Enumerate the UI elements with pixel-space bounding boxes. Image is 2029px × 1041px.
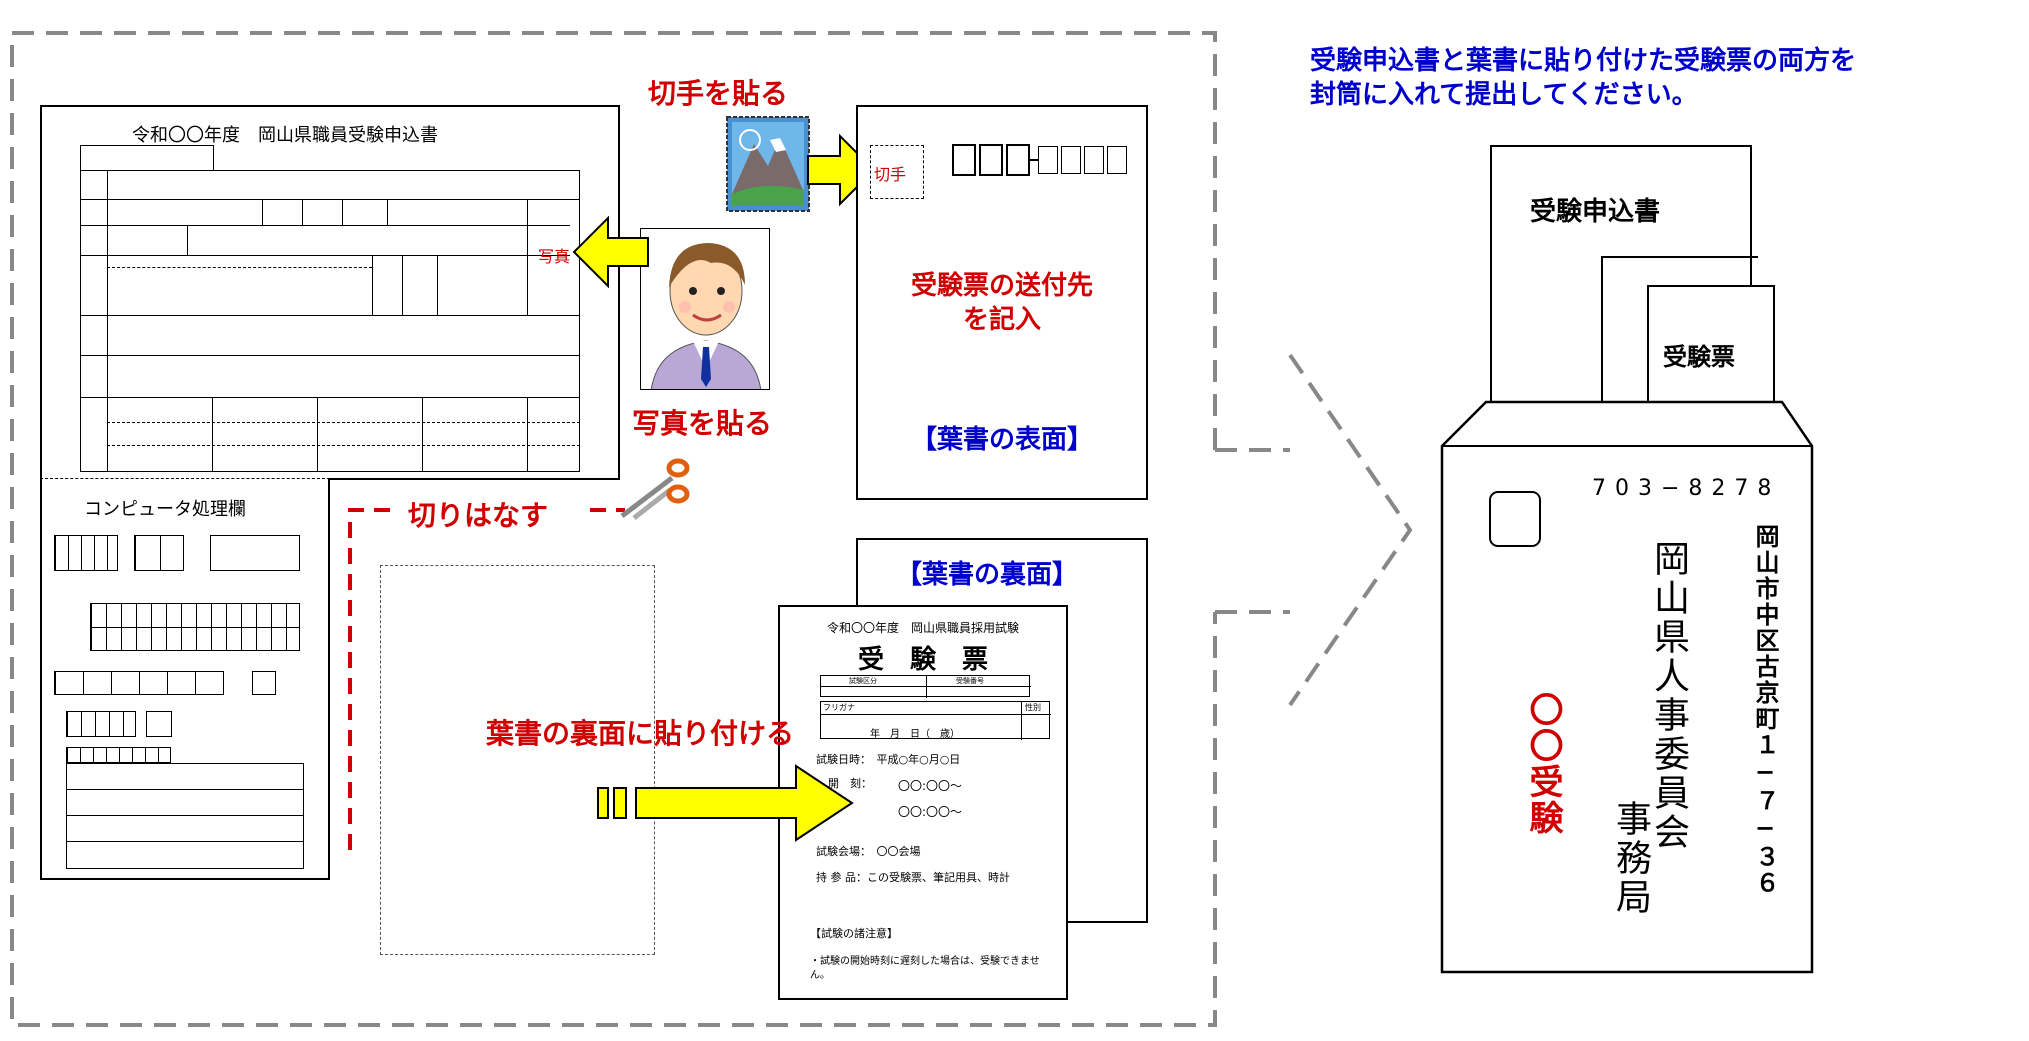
- id-photo: [640, 228, 770, 390]
- postcard-back-caption: 【葉書の裏面】: [896, 560, 1079, 590]
- envelope: [1440, 400, 1814, 974]
- envelope-address: 岡山市中区古京町１−７−３６: [1751, 524, 1779, 896]
- stamp-area: [870, 145, 924, 199]
- envelope-exam-mark: 〇〇受験: [1523, 692, 1563, 836]
- envelope-recipient-line2: 事務局: [1610, 800, 1651, 917]
- photo-paste-label: 写真を貼る: [632, 407, 773, 440]
- ticket-notes-text: ・試験の開始時刻に遅刻した場合は、受験できません。: [810, 956, 1040, 981]
- application-form: 令和〇〇年度 岡山県職員受験申込書 写真: [40, 105, 620, 480]
- photo-label: 写真: [538, 247, 571, 266]
- ticket-header: 令和〇〇年度 岡山県職員採用試験: [826, 621, 1019, 635]
- postcard-front: 切手 受験票の送付先 を記入 【葉書の表面】: [856, 105, 1148, 500]
- ticket-furigana: フリガナ: [823, 703, 855, 712]
- form-title: 令和〇〇年度 岡山県職員受験申込書: [132, 125, 438, 146]
- ticket-gender: 性別: [1025, 703, 1041, 712]
- postal-code-boxes: [952, 144, 1127, 176]
- ticket-time-label: 開 刻：: [828, 777, 872, 790]
- ticket-notes-title: 【試験の諸注意】: [810, 927, 898, 940]
- arrow-ticket-to-postcard: [597, 764, 854, 842]
- ticket-birthdate: 年 月 日（ 歳）: [870, 729, 960, 740]
- ticket-time-1: 〇〇:〇〇～: [898, 779, 963, 793]
- person-photo-icon: [641, 229, 769, 389]
- ticket-time-2: 〇〇:〇〇～: [898, 805, 963, 819]
- envelope-recipient-line1: 岡山県人事委員会: [1648, 540, 1689, 852]
- scissors-icon: [620, 458, 690, 520]
- ticket-exam-date: 試験日時： 平成○年○月○日: [816, 753, 961, 766]
- computer-section-label: コンピュータ処理欄: [84, 499, 246, 520]
- envelope-doc-ticket-label: 受験票: [1663, 343, 1735, 371]
- postcard-front-caption: 【葉書の表面】: [910, 425, 1093, 455]
- ticket-title: 受 験 票: [857, 645, 988, 675]
- envelope-postal-code: 703−8278: [1592, 476, 1781, 501]
- instruction-text: 受験申込書と葉書に貼り付けた受験票の両方を 封筒に入れて提出してください。: [1310, 46, 1857, 110]
- stamp-paste-label: 切手を貼る: [648, 77, 789, 110]
- ticket-venue: 試験会場： 〇〇会場: [816, 845, 921, 858]
- computer-section: コンピュータ処理欄: [40, 478, 330, 880]
- cut-out-area: [380, 565, 655, 955]
- chevron-right-icon: [1288, 353, 1413, 707]
- paste-back-label: 葉書の裏面に貼り付ける: [486, 717, 795, 750]
- cut-label: 切りはなす: [408, 499, 549, 532]
- arrow-photo-to-form: [572, 215, 649, 289]
- address-instruction: 受験票の送付先 を記入: [910, 271, 1093, 335]
- ticket-belongings: 持 参 品：この受験票、筆記用具、時計: [816, 871, 1010, 884]
- ticket-col-exam-category: 試験区分: [849, 677, 877, 685]
- stamp-area-label: 切手: [874, 165, 907, 184]
- envelope-doc-application-label: 受験申込書: [1530, 197, 1661, 227]
- ticket-col-exam-number: 受験番号: [956, 677, 984, 685]
- stamp-icon: [726, 116, 810, 212]
